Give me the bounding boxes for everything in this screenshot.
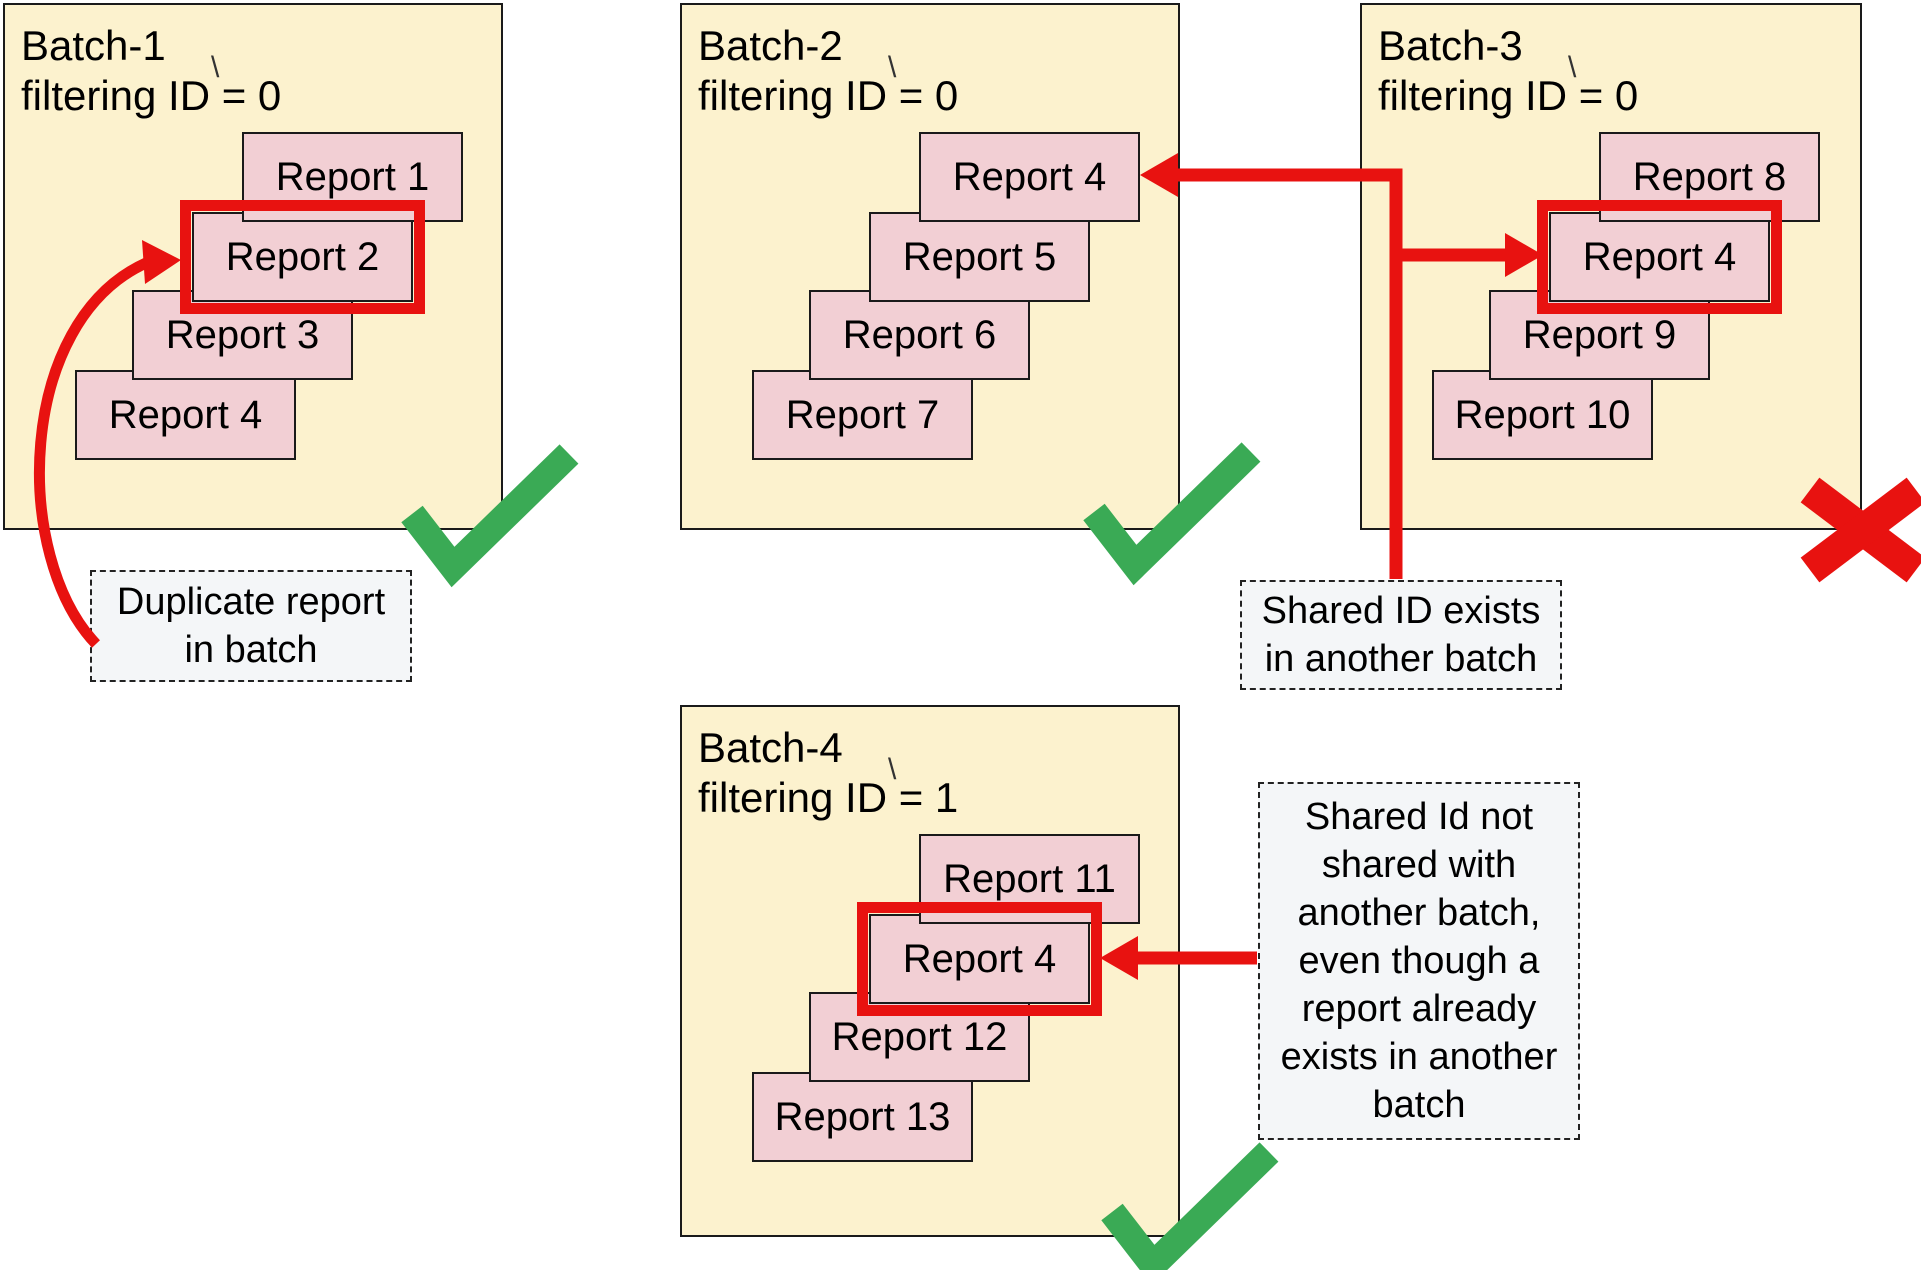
- batch-title: Batch-2 filtering ID = 0: [698, 22, 959, 119]
- batch-box-4: Batch-4 filtering ID = 1 \ Report 11 Rep…: [680, 705, 1180, 1237]
- report-card: Report 13: [752, 1072, 973, 1162]
- shared-report-highlight-frame: [857, 902, 1102, 1016]
- report-card: Report 5: [869, 212, 1090, 302]
- note-shared-id-exists: Shared ID exists in another batch: [1240, 580, 1562, 690]
- note-shared-id-not-shared: Shared Id not shared with another batch,…: [1258, 782, 1580, 1140]
- batch-box-2: Batch-2 filtering ID = 0 \ Report 4 Repo…: [680, 3, 1180, 530]
- batch-title: Batch-4 filtering ID = 1: [698, 724, 959, 821]
- stray-tick-mark: \: [1568, 51, 1577, 84]
- report-card: Report 7: [752, 370, 973, 460]
- report-card: Report 4: [869, 914, 1090, 1004]
- stray-tick-mark: \: [888, 753, 897, 786]
- batch-box-3: Batch-3 filtering ID = 0 \ Report 8 Repo…: [1360, 3, 1862, 530]
- report-card: Report 4: [1549, 212, 1770, 302]
- note-duplicate-report: Duplicate report in batch: [90, 570, 412, 682]
- shared-report-highlight-frame: [1537, 200, 1782, 314]
- batch-box-1: Batch-1 filtering ID = 0 \ Report 1 Repo…: [3, 3, 503, 530]
- duplicate-report-highlight-frame: [180, 200, 425, 314]
- batch-title: Batch-3 filtering ID = 0: [1378, 22, 1639, 119]
- report-card: Report 10: [1432, 370, 1653, 460]
- batch-title: Batch-1 filtering ID = 0: [21, 22, 282, 119]
- report-card: Report 4: [75, 370, 296, 460]
- report-card: Report 4: [919, 132, 1140, 222]
- stray-tick-mark: \: [211, 51, 220, 84]
- report-card: Report 2: [192, 212, 413, 302]
- report-card: Report 6: [809, 290, 1030, 380]
- stray-tick-mark: \: [888, 51, 897, 84]
